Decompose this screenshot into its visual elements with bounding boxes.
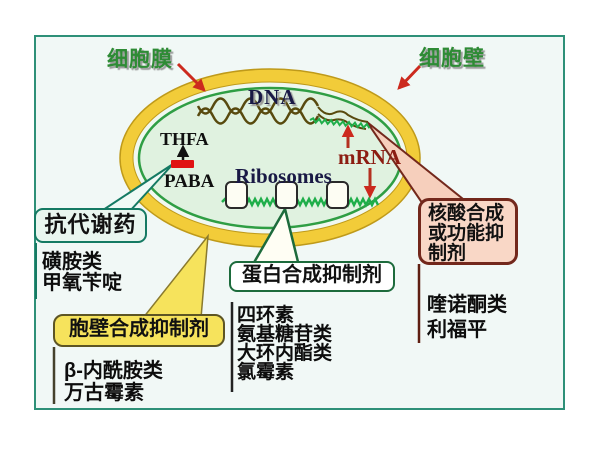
cell-wall-inhibitor-box: 胞壁合成抑制剂: [53, 314, 225, 347]
thfa-label: THFA: [160, 129, 209, 149]
protein-inhibitor-box: 蛋白合成抑制剂: [229, 261, 395, 292]
cell-wall-callout-wedge: [141, 233, 209, 319]
nucleic-title-line: 制剂: [428, 243, 467, 264]
drug-item: 大环内酯类: [237, 343, 333, 364]
drug-item: 甲氧苄啶: [42, 272, 122, 294]
drug-item: 磺胺类: [42, 251, 102, 273]
dna-label: DNA: [248, 85, 297, 109]
dna-helix-strand-b: [196, 107, 320, 125]
antimetabolite-box: 抗代谢药: [34, 208, 147, 243]
ribosome-square: [225, 181, 248, 209]
nucleic-inhibitor-box: 核酸合成 或功能抑 制剂: [418, 198, 518, 265]
membrane-arrow: [176, 62, 206, 92]
dna-unwound-strand-a: [317, 106, 369, 123]
nucleic-title-line: 核酸合成: [428, 203, 505, 224]
drug-item: β-内酰胺类: [64, 360, 163, 382]
nascent-mrna-strand: [309, 116, 371, 130]
protein-drug-list: 四环素 氨基糖苷类 大环内酯类 氯霉素: [237, 306, 332, 382]
paba-label: PABA: [164, 171, 215, 192]
mrna-label: mRNA: [338, 145, 401, 169]
nucleic-title-line: 或功能抑: [428, 223, 505, 244]
cell-wall-label: 细胞壁: [419, 47, 485, 70]
cell-wall-drug-list: β-内酰胺类 万古霉素: [64, 360, 163, 404]
ribosome-square: [275, 181, 298, 209]
dna-helix-strand-a: [196, 97, 320, 115]
cell-membrane-label: 细胞膜: [107, 48, 173, 71]
drug-item: 氨基糖苷类: [237, 324, 333, 345]
drug-item: 喹诺酮类: [427, 294, 507, 316]
drug-item: 氯霉素: [237, 362, 295, 383]
ribosome-square: [326, 181, 349, 209]
block-bar: [171, 160, 194, 168]
drug-item: 四环素: [237, 305, 295, 326]
drug-item: 万古霉素: [64, 382, 144, 404]
drug-item: 利福平: [427, 319, 487, 341]
antimetabolite-drug-list: 磺胺类 甲氧苄啶: [42, 252, 122, 294]
wall-arrow: [397, 64, 422, 90]
ribosomes-label: Ribosomes: [235, 164, 332, 188]
nucleic-drug-list: 喹诺酮类 利福平: [427, 293, 507, 343]
